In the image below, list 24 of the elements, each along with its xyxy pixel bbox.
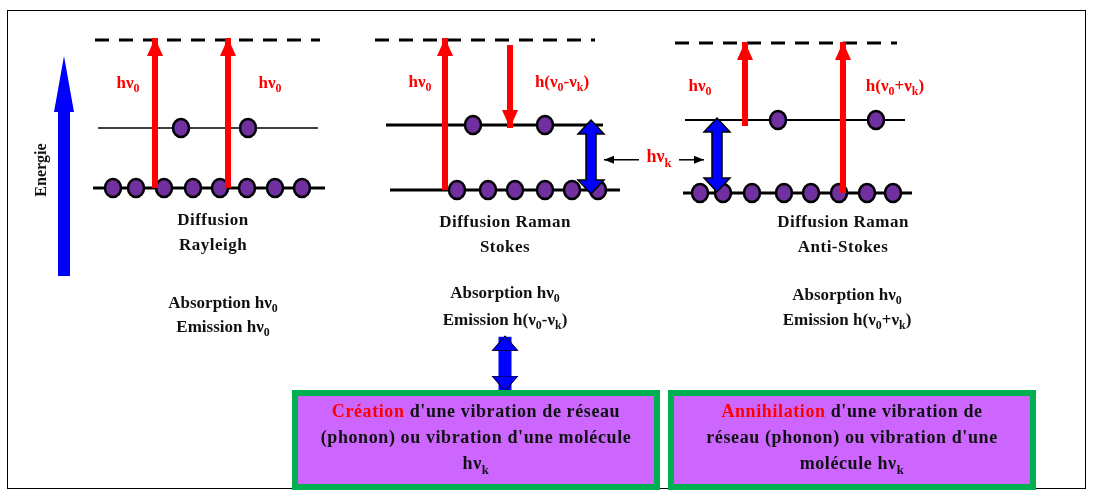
leader-line <box>678 155 705 164</box>
energy-label: hν$_{k}$ <box>645 146 673 172</box>
info-box <box>292 390 660 490</box>
photon-label: hν$_{0}$ <box>688 75 712 101</box>
photon-label: hν$_{0}$ <box>258 72 282 98</box>
energy-note: Emission h(ν$_{0}$+ν$_{k}$) <box>782 309 912 335</box>
box-text: Annihilation d'une vibration de réseau (phonon) ou vibration d'une molécule hν$_{k}$ <box>705 399 999 479</box>
energy-note: Absorption hν$_{0}$ <box>168 292 278 318</box>
info-box <box>668 390 1036 490</box>
double-arrow <box>491 335 519 392</box>
process-label: Diffusion Raman Anti-Stokes <box>776 211 910 258</box>
photon-label: hν$_{0}$ <box>408 71 432 97</box>
photon-label: h(ν$_{0}$-ν$_{k}$) <box>534 71 590 97</box>
photon-label: h(ν$_{0}$+ν$_{k}$) <box>865 75 925 101</box>
energy-note: Absorption hν$_{0}$ <box>792 284 902 310</box>
energy-note: Emission hν$_{0}$ <box>176 316 270 342</box>
leader-line <box>603 155 640 164</box>
box-text: Création d'une vibration de réseau (phonon) ou vibration d'une molécule hν$_{k}$ <box>319 399 633 479</box>
photon-label: hν$_{0}$ <box>116 72 140 98</box>
process-label: Diffusion Rayleigh <box>176 209 250 256</box>
process-label: Diffusion Raman Stokes <box>438 211 572 258</box>
energy-note: Emission h(ν$_{0}$-ν$_{k}$) <box>441 309 569 335</box>
energy-note: Absorption hν$_{0}$ <box>449 282 561 308</box>
axis-label: Energie <box>30 143 51 197</box>
